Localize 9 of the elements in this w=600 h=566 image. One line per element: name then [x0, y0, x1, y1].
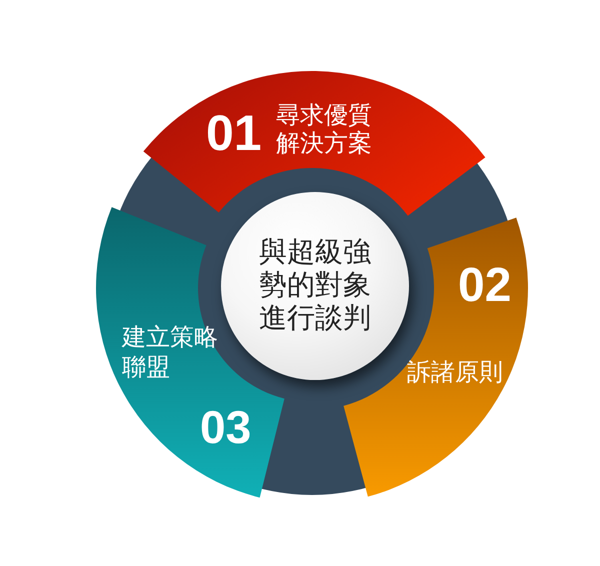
step-label: 訴諸原則 — [407, 358, 504, 386]
center-label: 與超級強勢的對象進行談判 — [258, 235, 372, 334]
step-number: 02 — [458, 262, 512, 310]
ring-segment — [343, 217, 528, 497]
step-label: 建立策略聯盟 — [122, 322, 219, 382]
step-number: 01 — [206, 108, 262, 158]
step-number: 03 — [200, 404, 252, 450]
ring-segment — [143, 71, 486, 216]
step-label: 尋求優質解決方案 — [276, 101, 373, 157]
